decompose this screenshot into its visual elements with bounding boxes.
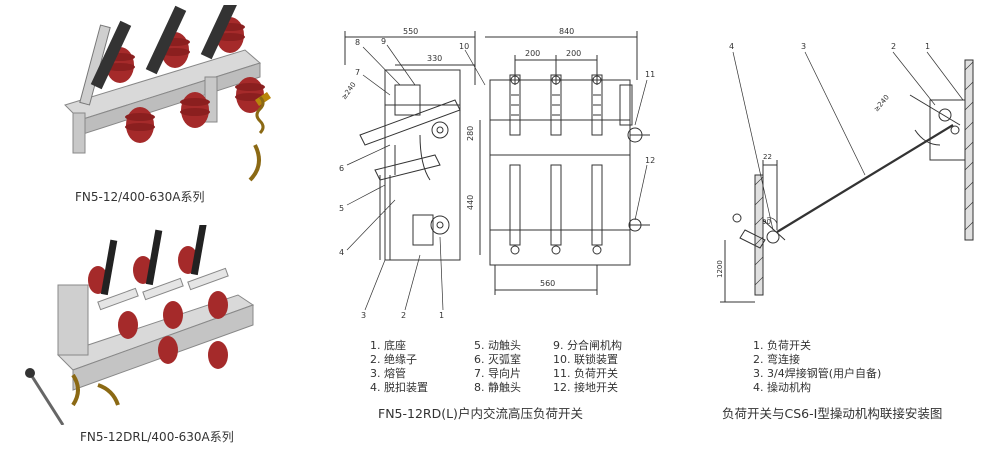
legend-item: 3. 熔管 — [370, 367, 406, 380]
legend-item: 12. 接地开关 — [553, 381, 618, 394]
photo-caption-2: FN5-12DRL/400-630A系列 — [80, 430, 234, 444]
dim-90deg: 90 — [762, 218, 771, 226]
linkage-callout-3: 3 — [801, 42, 806, 51]
legend-item: 6. 灭弧室 — [474, 353, 521, 366]
dim-ge240-linkage: ≥240 — [872, 93, 890, 113]
photo-caption-1: FN5-12/400-630A系列 — [75, 190, 205, 204]
front-legend-col2: 5. 动触头 6. 灭弧室 7. 导向片 8. 静触头 — [474, 339, 521, 395]
callout-9: 9 — [381, 37, 386, 46]
dim-200-a: 200 — [525, 49, 540, 58]
front-legend-col1: 1. 底座 2. 绝缘子 3. 熔管 4. 脱扣装置 — [370, 339, 428, 395]
photo-load-switch-fn5-12drl — [25, 225, 255, 425]
linkage-callout-2: 2 — [891, 42, 896, 51]
legend-item: 1. 底座 — [370, 339, 406, 352]
dim-550: 550 — [403, 27, 418, 36]
legend-item: 10. 联锁装置 — [553, 353, 618, 366]
dim-1200: 1200 — [716, 260, 724, 278]
front-view-caption: FN5-12RD(L)户内交流高压负荷开关 — [378, 406, 583, 421]
photo-load-switch-fn5-12 — [64, 5, 271, 182]
linkage-legend: 1. 负荷开关 2. 弯连接 3. 3/4焊接钢管(用户自备) 4. 操动机构 — [753, 339, 881, 395]
dim-560: 560 — [540, 279, 555, 288]
dim-22: 22 — [763, 153, 772, 161]
legend-item: 4. 操动机构 — [753, 381, 811, 394]
legend-item: 3. 3/4焊接钢管(用户自备) — [753, 367, 882, 380]
callout-11: 11 — [645, 70, 655, 79]
dim-280: 280 — [466, 126, 475, 141]
legend-item: 4. 脱扣装置 — [370, 381, 428, 394]
callout-4: 4 — [339, 248, 344, 257]
callout-1: 1 — [439, 311, 444, 320]
legend-item: 7. 导向片 — [474, 367, 521, 380]
dim-200-b: 200 — [566, 49, 581, 58]
dim-ge240-front: ≥240 — [340, 81, 358, 101]
callout-5: 5 — [339, 204, 344, 213]
legend-item: 5. 动触头 — [474, 339, 521, 352]
linkage-drawing: 1200 22 90 ≥240 4 3 2 1 — [716, 42, 974, 303]
front-view-drawing: 550 330 840 200 200 ≥240 — [339, 27, 655, 320]
legend-item: 2. 弯连接 — [753, 353, 800, 366]
linkage-callout-1: 1 — [925, 42, 930, 51]
dim-330: 330 — [427, 54, 442, 63]
callout-8: 8 — [355, 38, 360, 47]
front-legend-col3: 9. 分合闸机构 10. 联锁装置 11. 负荷开关 12. 接地开关 — [553, 339, 622, 395]
dim-840: 840 — [559, 27, 574, 36]
callout-2: 2 — [401, 311, 406, 320]
callout-7: 7 — [355, 68, 360, 77]
legend-item: 11. 负荷开关 — [553, 367, 618, 380]
callout-10: 10 — [459, 42, 469, 51]
dim-440: 440 — [466, 195, 475, 210]
legend-item: 8. 静触头 — [474, 381, 521, 394]
linkage-callout-4: 4 — [729, 42, 734, 51]
linkage-caption: 负荷开关与CS6-Ⅰ型操动机构联接安装图 — [722, 406, 943, 421]
callout-3: 3 — [361, 311, 366, 320]
legend-item: 9. 分合闸机构 — [553, 339, 622, 352]
legend-item: 1. 负荷开关 — [753, 339, 811, 352]
callout-6: 6 — [339, 164, 344, 173]
legend-item: 2. 绝缘子 — [370, 353, 417, 366]
callout-12: 12 — [645, 156, 655, 165]
